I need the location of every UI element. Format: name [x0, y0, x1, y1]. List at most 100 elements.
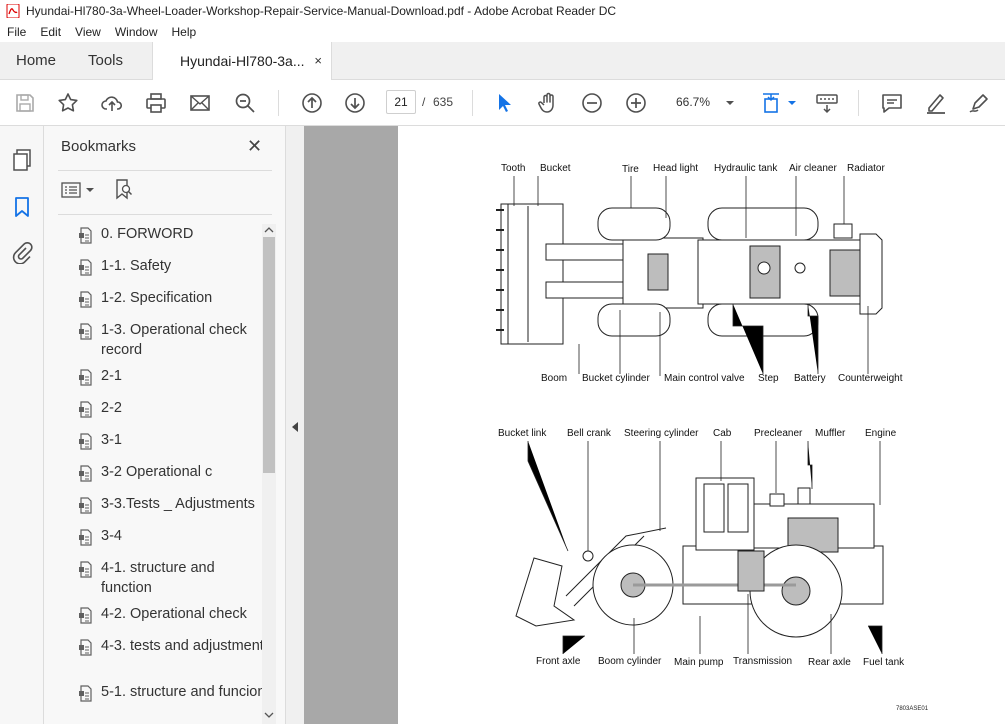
bookmark-item[interactable]: 1-2. Specification — [77, 288, 267, 308]
bookmark-label: 1-1. Safety — [101, 258, 172, 274]
tab-bar: Home Tools Hyundai-Hl780-3a... × — [0, 42, 1005, 81]
label-main-pump: Main pump — [674, 657, 724, 668]
bookmark-item[interactable]: 1-1. Safety — [77, 256, 267, 276]
comment-icon[interactable] — [880, 91, 904, 115]
bookmark-page-icon — [79, 433, 92, 450]
bookmark-ribbon-icon[interactable] — [13, 196, 31, 218]
highlight-pen-icon[interactable] — [924, 91, 948, 115]
bookmark-label: 4-1. structure and function — [101, 560, 215, 596]
previous-page-icon[interactable] — [300, 91, 324, 115]
bookmarks-scroll-thumb[interactable] — [263, 237, 275, 473]
menu-file[interactable]: File — [7, 25, 27, 39]
bookmark-item[interactable]: 2-1 — [77, 366, 267, 386]
side-view-drawing — [515, 477, 884, 638]
acrobat-pdf-icon — [6, 4, 20, 18]
hand-tool-icon[interactable] — [536, 91, 560, 115]
star-icon[interactable] — [56, 91, 80, 115]
close-panel-icon[interactable]: ✕ — [247, 136, 263, 156]
save-icon[interactable] — [13, 91, 37, 115]
bookmark-label: 4-2. Operational check — [101, 606, 247, 622]
top-view-drawing — [496, 203, 883, 345]
bookmark-item[interactable]: 3-4 — [77, 526, 267, 546]
label-fuel-tank: Fuel tank — [863, 657, 905, 668]
bookmark-label: 1-2. Specification — [101, 290, 213, 306]
menu-edit[interactable]: Edit — [40, 25, 62, 39]
bookmark-page-icon — [79, 639, 92, 656]
toolbar-divider — [278, 90, 279, 116]
bookmark-label: 1-3. Operational check record — [101, 322, 247, 358]
pdf-page: Tooth Bucket Tire Head light Hydraulic t… — [398, 126, 1005, 724]
next-page-icon[interactable] — [343, 91, 367, 115]
tab-document-label: Hyundai-Hl780-3a... — [180, 53, 305, 69]
zoom-in-icon[interactable] — [624, 91, 648, 115]
tab-tools[interactable]: Tools — [88, 52, 124, 69]
toolbar — [0, 80, 1005, 126]
tab-home[interactable]: Home — [16, 52, 57, 69]
label-tire: Tire — [622, 164, 639, 175]
figure-code: 7803ASE01 — [896, 706, 929, 712]
bookmark-page-icon — [79, 465, 92, 482]
menu-window[interactable]: Window — [114, 25, 158, 39]
label-transmission: Transmission — [733, 656, 793, 667]
zoom-out-icon[interactable] — [580, 91, 604, 115]
attachment-paperclip-icon[interactable] — [11, 240, 33, 264]
zoom-level-input[interactable]: 66.7% — [676, 95, 711, 109]
panel-divider — [58, 214, 272, 215]
sign-pen-icon[interactable] — [967, 91, 991, 115]
bookmark-item[interactable]: 3-3.Tests _ Adjustments — [77, 494, 267, 514]
label-bell-crank: Bell crank — [567, 428, 611, 439]
title-bar: Hyundai-Hl780-3a-Wheel-Loader-Workshop-R… — [0, 0, 1005, 22]
zoom-dropdown-chevron-icon[interactable] — [718, 91, 742, 115]
label-radiator: Radiator — [847, 163, 885, 174]
bookmark-item[interactable]: 4-1. structure and function — [77, 558, 267, 598]
label-main-control-valve: Main control valve — [664, 373, 745, 384]
collapse-left-arrow-icon[interactable] — [290, 421, 300, 433]
close-tab-icon[interactable]: × — [314, 53, 322, 68]
scroll-down-arrow-icon[interactable] — [264, 711, 274, 719]
label-front-axle: Front axle — [536, 656, 581, 667]
label-air-cleaner: Air cleaner — [789, 163, 837, 174]
tab-document[interactable]: Hyundai-Hl780-3a... × — [152, 42, 332, 81]
bookmark-item[interactable]: 1-3. Operational check record — [77, 320, 267, 360]
upload-cloud-icon[interactable] — [100, 91, 124, 115]
bookmark-label: 5-1. structure and funcion — [101, 684, 266, 700]
bookmark-page-icon — [79, 323, 92, 340]
side-view-leaders — [527, 441, 883, 654]
bookmark-item[interactable]: 4-2. Operational check — [77, 604, 267, 624]
label-tooth: Tooth — [501, 163, 526, 174]
keyboard-scroll-icon[interactable] — [815, 91, 839, 115]
toolbar-divider — [858, 90, 859, 116]
label-step: Step — [758, 373, 779, 384]
bookmark-item[interactable]: 3-1 — [77, 430, 267, 450]
scroll-up-arrow-icon[interactable] — [264, 226, 274, 234]
page-thumbnails-icon[interactable] — [11, 148, 33, 172]
print-icon[interactable] — [144, 91, 168, 115]
panel-collapse-handle[interactable] — [286, 126, 304, 724]
bookmark-options-icon[interactable] — [61, 180, 97, 200]
bookmark-list: 0. FORWORD 1-1. Safety 1-2. Specificatio… — [44, 222, 272, 724]
bookmark-label: 0. FORWORD — [101, 226, 194, 242]
menu-bar: File Edit View Window Help — [0, 22, 1005, 42]
label-bucket: Bucket — [540, 163, 571, 174]
bookmark-item[interactable]: 5-1. structure and funcion — [77, 682, 267, 702]
menu-view[interactable]: View — [75, 25, 101, 39]
page-total: 635 — [433, 95, 454, 109]
find-bookmark-icon[interactable] — [114, 178, 134, 200]
bookmark-item[interactable]: 4-3. tests and adjustment — [77, 636, 267, 656]
label-bucket-link: Bucket link — [498, 428, 547, 439]
bookmark-label: 3-2 Operational c — [101, 464, 213, 480]
page-number-input[interactable]: 21 — [386, 90, 416, 114]
email-icon[interactable] — [188, 91, 212, 115]
bookmark-item[interactable]: 2-2 — [77, 398, 267, 418]
label-bucket-cylinder: Bucket cylinder — [582, 373, 650, 384]
bookmark-item[interactable]: 3-2 Operational c — [77, 462, 267, 482]
select-pointer-icon[interactable] — [492, 91, 516, 115]
menu-help[interactable]: Help — [171, 25, 197, 39]
bookmark-item[interactable]: 0. FORWORD — [77, 224, 267, 244]
bookmark-page-icon — [79, 291, 92, 308]
fit-page-icon[interactable] — [760, 91, 784, 115]
bookmark-page-icon — [79, 497, 92, 514]
fit-dropdown-chevron-icon[interactable] — [782, 91, 806, 115]
bookmark-page-icon — [79, 369, 92, 386]
find-zoom-icon[interactable] — [233, 91, 257, 115]
